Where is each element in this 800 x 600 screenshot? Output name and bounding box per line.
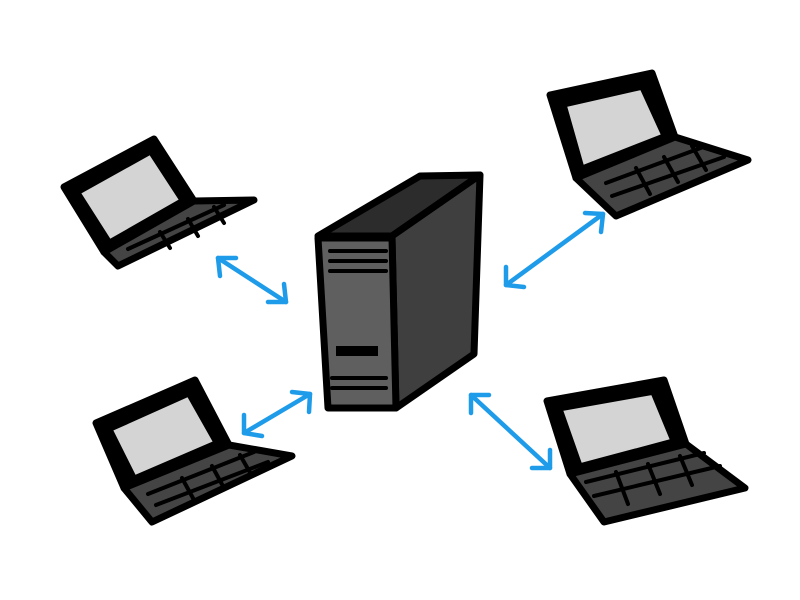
laptop-keys	[146, 450, 270, 507]
laptop-screen	[564, 87, 664, 168]
laptop-screen	[78, 152, 182, 242]
laptop-icon	[543, 376, 749, 526]
laptop-screen	[560, 392, 673, 466]
server-tower-icon	[314, 171, 484, 412]
connection-arrow-top-left	[215, 255, 289, 305]
connection-arrow-bottom-right	[468, 392, 553, 471]
laptop-keys	[584, 451, 722, 506]
server-vents	[328, 249, 388, 390]
laptop-icon	[92, 376, 296, 526]
laptop-screen	[110, 394, 216, 478]
laptop-icon	[546, 69, 752, 220]
laptop-keys	[604, 144, 726, 198]
server-front	[314, 234, 400, 412]
laptop-icon	[60, 135, 258, 270]
server-drive-slot	[336, 346, 378, 356]
connection-arrow-bottom-left	[241, 389, 313, 439]
connection-arrow-top-right	[503, 210, 606, 290]
laptop-keys	[126, 203, 238, 259]
